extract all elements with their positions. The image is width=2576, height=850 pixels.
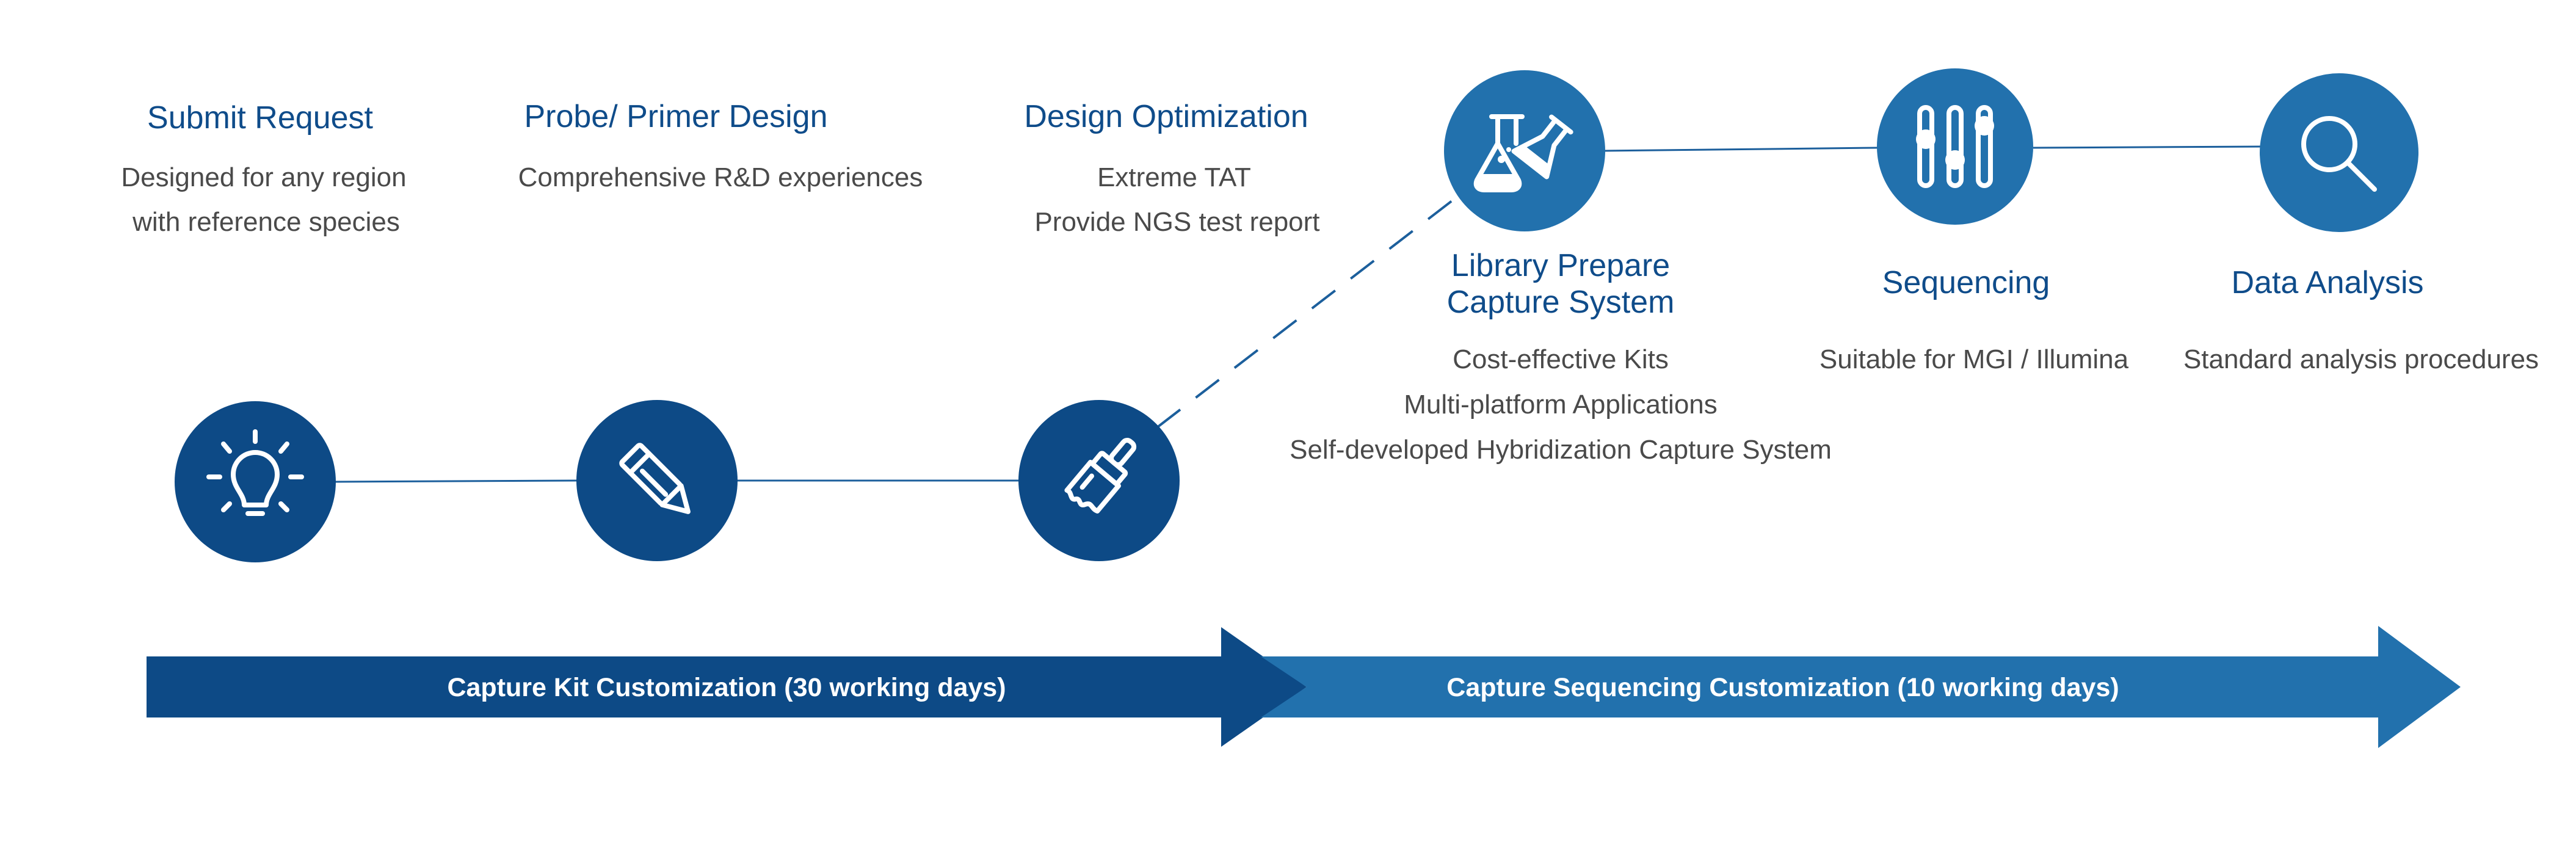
connector-1-2 [334,479,578,483]
step-desc-submit-request-2: with reference species [132,207,400,237]
connector-5-6 [2033,145,2263,149]
node-design-optimization [1018,400,1180,561]
step-desc-data-analysis-1: Standard analysis procedures [2183,344,2539,374]
step-desc-design-optimization-2: Provide NGS test report [1034,207,1319,237]
node-submit-request [175,401,336,562]
node-data-analysis [2260,73,2418,232]
step-title-submit-request: Submit Request [147,100,374,136]
node-sequencing [1877,68,2033,225]
node-probe-primer-design [576,400,738,561]
step-desc-library-prepare-3: Self-developed Hybridization Capture Sys… [1290,435,1832,465]
paintbrush-icon [1064,438,1137,514]
lightbulb-icon [206,429,304,516]
flask-icon [1473,114,1573,192]
step-desc-library-prepare-2: Multi-platform Applications [1404,390,1718,420]
phase-arrow-sequencing-customization [1261,626,2461,748]
phase-label-sequencing-customization: Capture Sequencing Customization (10 wor… [1446,673,2119,702]
magnifier-icon [2301,116,2377,192]
step-title-sequencing: Sequencing [1882,265,2050,300]
step-title-design-optimization: Design Optimization [1024,99,1308,134]
pencil-icon [619,443,691,514]
step-title-library-prepare-2: Capture System [1447,285,1675,320]
connector-4-5 [1602,147,1878,152]
step-desc-sequencing-1: Suitable for MGI / Illumina [1820,344,2129,374]
step-desc-library-prepare-1: Cost-effective Kits [1453,344,1669,374]
phase-label-kit-customization: Capture Kit Customization (30 working da… [447,673,1006,702]
phase-arrow-kit-customization [147,627,1307,747]
step-title-library-prepare-1: Library Prepare [1451,248,1670,283]
step-title-probe-primer-design: Probe/ Primer Design [524,99,827,134]
step-title-data-analysis: Data Analysis [2231,265,2423,300]
step-desc-design-optimization-1: Extreme TAT [1097,162,1251,192]
step-desc-submit-request-1: Designed for any region [121,162,406,192]
step-desc-probe-primer-design-1: Comprehensive R&D experiences [518,162,923,192]
sliders-icon [1916,105,1994,188]
connector-3-4-dashed [1156,189,1467,429]
